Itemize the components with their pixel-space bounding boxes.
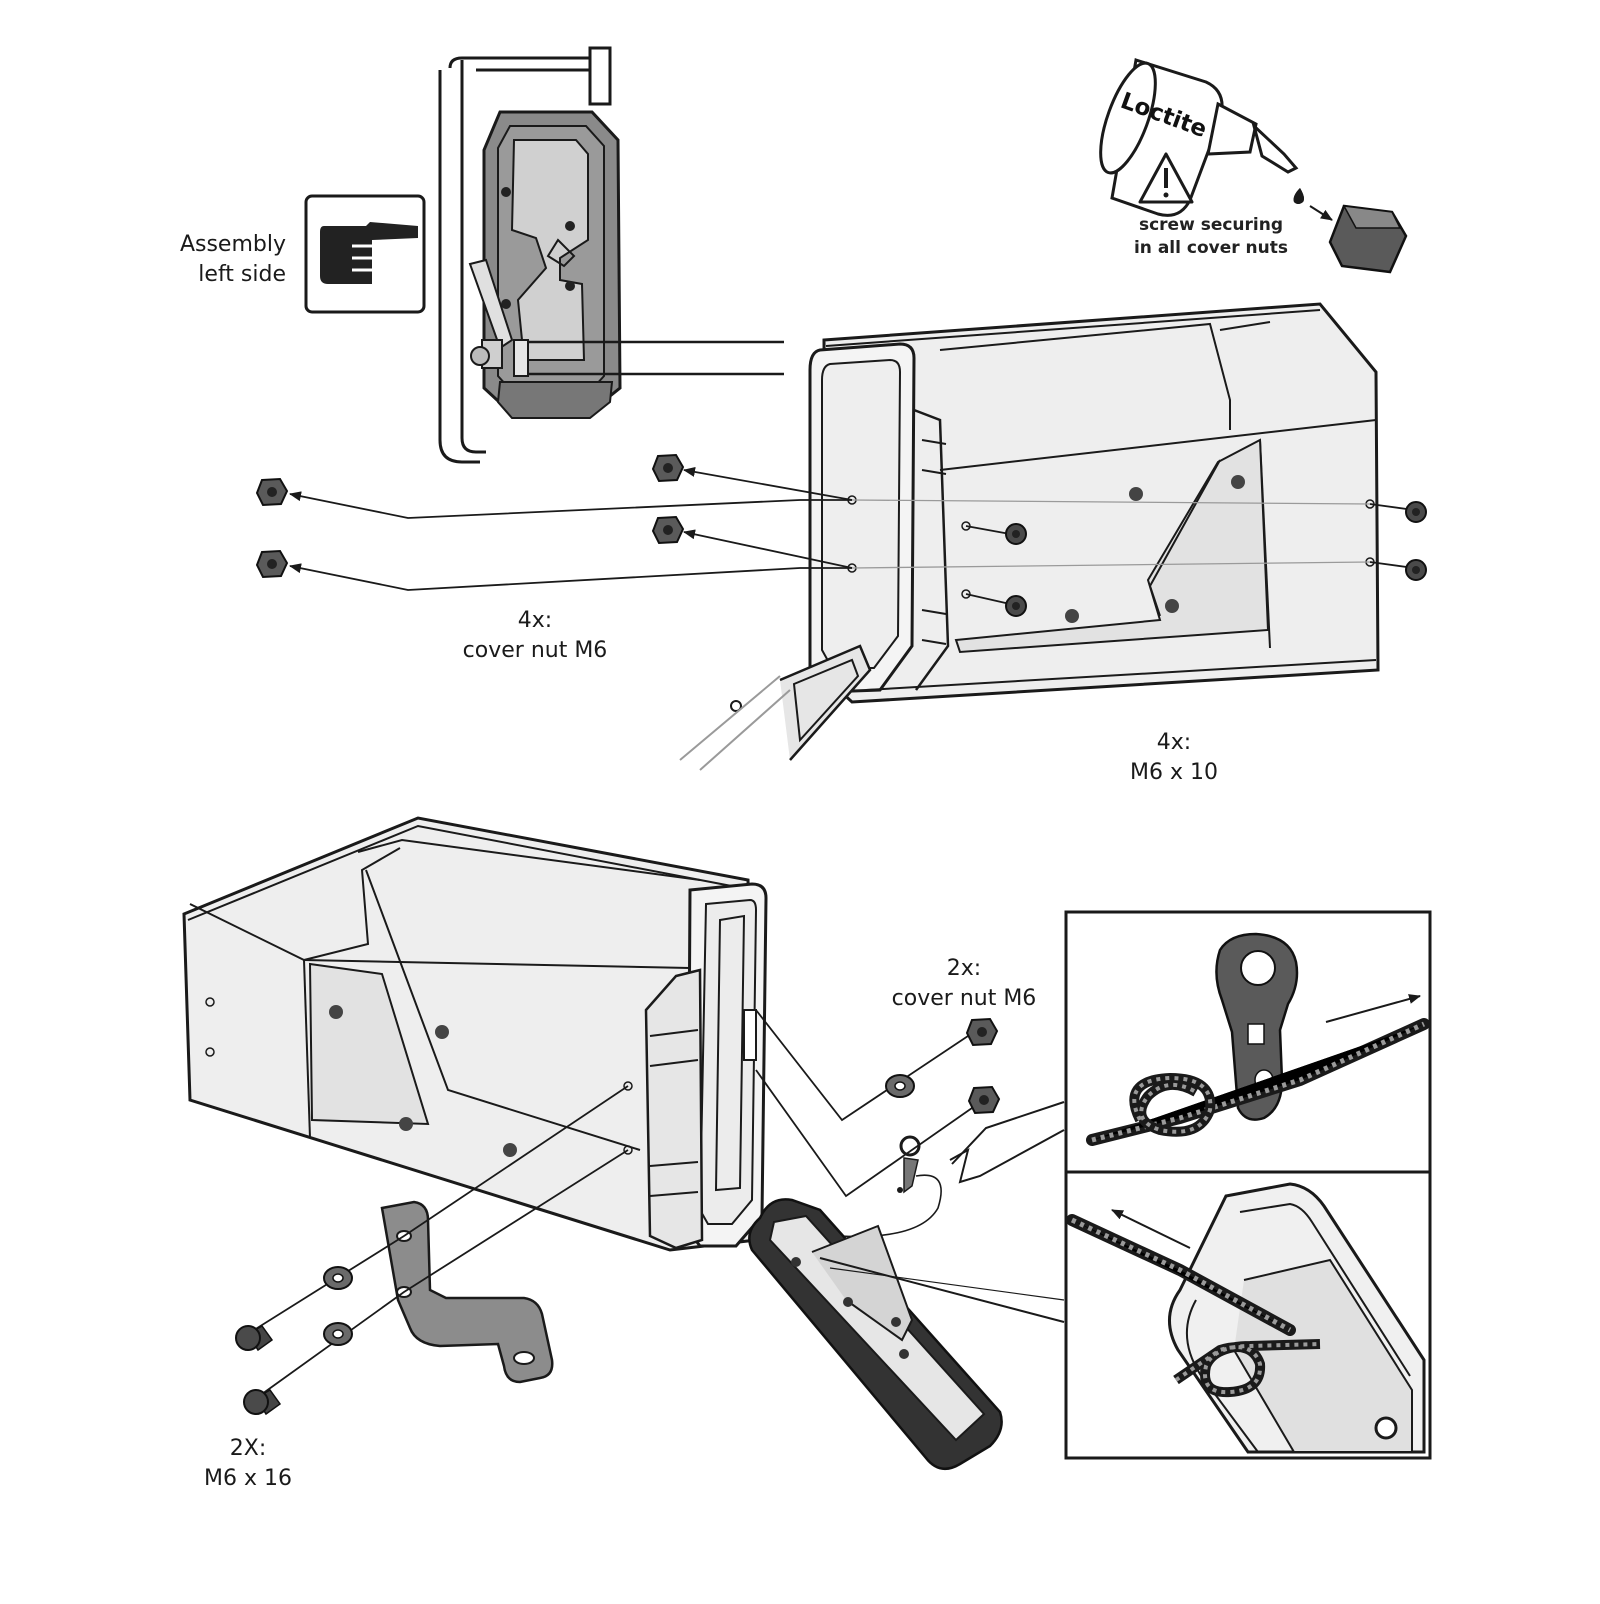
loctite-note-line1: screw securing (1138, 215, 1284, 235)
assembly-label-line1: Assembly (179, 232, 286, 257)
loctite-note-label: screw securing in all cover nuts (1114, 214, 1308, 260)
bottom-screw-spec: M6 x 16 (204, 1466, 292, 1491)
top-cover-nut-count: 4x: (517, 608, 553, 633)
bottom-cover-nut-spec: cover nut M6 (891, 986, 1037, 1011)
bottom-screw-count: 2X: (229, 1436, 267, 1461)
toolbox-bottom-illustration (182, 816, 768, 1252)
bottom-nuts-group (755, 1009, 1065, 1241)
knot-detail-inset (1064, 910, 1432, 1460)
bottom-cover-nut-count: 2x: (946, 956, 982, 981)
bottom-screws-group (235, 1085, 629, 1416)
frame-mount-illustration (438, 46, 784, 464)
top-screw-label: 4x: M6 x 10 (1094, 728, 1254, 788)
top-nuts-group (256, 454, 1371, 591)
bottom-screw-label: 2X: M6 x 16 (178, 1434, 318, 1494)
bottom-cover-nut-label: 2x: cover nut M6 (864, 954, 1064, 1014)
top-cover-nut-label: 4x: cover nut M6 (420, 606, 650, 666)
glue-drop-icon (1293, 188, 1304, 204)
assembly-left-side-label: Assembly left side (150, 230, 286, 290)
warning-triangle-icon (1138, 152, 1194, 204)
top-screw-spec: M6 x 10 (1130, 760, 1218, 785)
top-cover-nut-spec: cover nut M6 (462, 638, 608, 663)
loctite-bottle-illustration (1099, 58, 1408, 274)
loctite-note-line2: in all cover nuts (1133, 238, 1288, 258)
pointing-hand-icon (304, 194, 426, 314)
lid-illustration (748, 1198, 1065, 1471)
assembly-label-line2: left side (198, 262, 286, 287)
top-screw-count: 4x: (1156, 730, 1192, 755)
top-screws-group (965, 501, 1427, 617)
toolbox-top-illustration (679, 302, 1380, 771)
mounting-bracket (380, 1200, 554, 1384)
